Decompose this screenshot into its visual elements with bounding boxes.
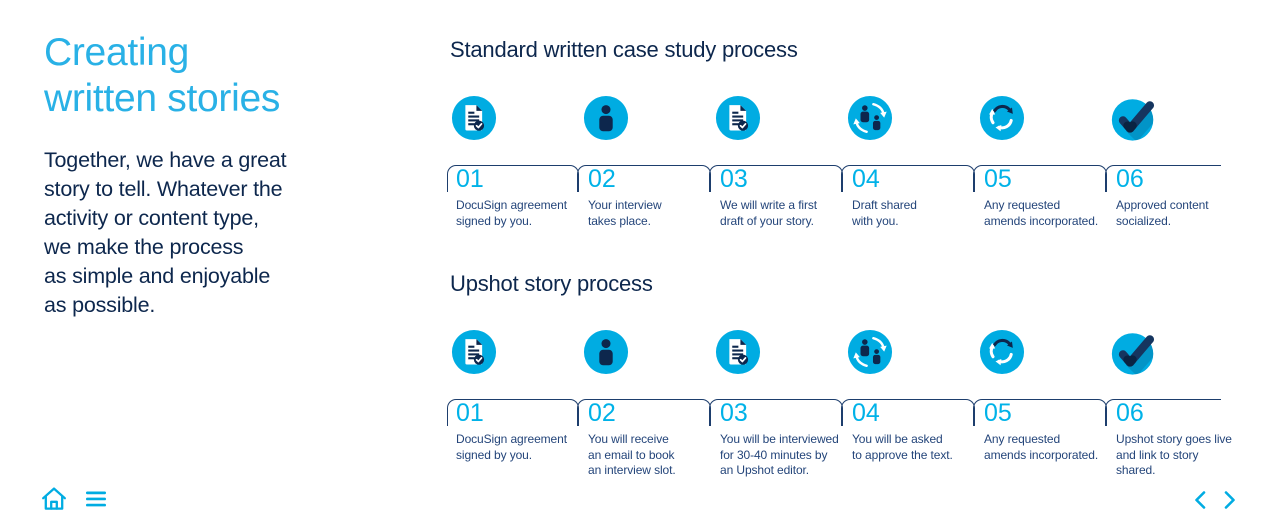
document-check-icon [451, 329, 497, 375]
step-description: You will be interviewed for 30-40 minute… [720, 432, 839, 477]
timeline-bracket [447, 165, 579, 192]
intro-text: Together, we have a great story to tell.… [44, 148, 287, 317]
step-number: 04 [852, 399, 880, 427]
step-description: Upshot story goes live and link to story… [1116, 432, 1232, 477]
step-number: 01 [456, 165, 484, 193]
step-number: 06 [1116, 165, 1144, 193]
step: 02 You will receive an email to book an … [577, 399, 711, 479]
page-title: Creating written stories [44, 31, 281, 120]
step-description: Any requested amends incorporated. [984, 198, 1099, 228]
step: 01 DocuSign agreement signed by you. [447, 399, 579, 479]
approved-check-icon [1111, 329, 1157, 375]
chevron-left-icon [1192, 490, 1208, 510]
document-check-icon [451, 95, 497, 141]
timeline-bracket [577, 399, 711, 426]
step: 05 Any requested amends incorporated. [973, 165, 1107, 229]
step-number: 04 [852, 165, 880, 193]
step-description: Any requested amends incorporated. [984, 432, 1099, 462]
step-number: 03 [720, 399, 748, 427]
step: 02 Your interview takes place. [577, 165, 711, 229]
step-number: 06 [1116, 399, 1144, 427]
timeline-bracket [1105, 165, 1222, 192]
step-number: 02 [588, 399, 616, 427]
timeline-bracket [709, 165, 843, 192]
process-steps-row: 01 DocuSign agreement signed by you. 02 … [447, 399, 1239, 479]
step-number: 05 [984, 399, 1012, 427]
timeline-bracket [447, 399, 579, 426]
person-icon [583, 95, 629, 141]
step-description: DocuSign agreement signed by you. [456, 198, 567, 228]
step-description: Your interview takes place. [588, 198, 662, 228]
refresh-cycle-icon [979, 329, 1025, 375]
step-number: 05 [984, 165, 1012, 193]
step: 03 You will be interviewed for 30-40 min… [709, 399, 843, 479]
step-description: You will receive an email to book an int… [588, 432, 676, 477]
menu-button[interactable] [84, 487, 108, 511]
step: 01 DocuSign agreement signed by you. [447, 165, 579, 229]
step: 06 Approved content socialized. [1105, 165, 1239, 229]
footer-right-controls [1192, 490, 1238, 510]
process-icons-row [447, 329, 1239, 375]
previous-slide-button[interactable] [1192, 490, 1208, 510]
step: 05 Any requested amends incorporated. [973, 399, 1107, 479]
timeline-bracket [577, 165, 711, 192]
step: 04 You will be asked to approve the text… [841, 399, 975, 479]
process-title: Upshot story process [450, 271, 653, 296]
left-column: Creating written stories Together, we ha… [44, 30, 394, 320]
refresh-cycle-icon [979, 95, 1025, 141]
timeline-bracket [841, 399, 975, 426]
timeline-bracket [973, 165, 1107, 192]
approved-check-icon [1111, 95, 1157, 141]
step-number: 03 [720, 165, 748, 193]
chevron-right-icon [1222, 490, 1238, 510]
process-icons-row [447, 95, 1239, 141]
process-title: Standard written case study process [450, 37, 798, 62]
step-description: We will write a first draft of your stor… [720, 198, 818, 228]
people-sync-icon [847, 329, 893, 375]
document-check-icon [715, 329, 761, 375]
timeline-bracket [1105, 399, 1222, 426]
step-description: DocuSign agreement signed by you. [456, 432, 567, 462]
footer-left-controls [40, 485, 108, 513]
process-standard-case-study: Standard written case study process 01 D… [447, 36, 1239, 229]
hamburger-menu-icon [84, 487, 108, 511]
step: 06 Upshot story goes live and link to st… [1105, 399, 1239, 479]
step-number: 01 [456, 399, 484, 427]
step-description: Draft shared with you. [852, 198, 917, 228]
home-button[interactable] [40, 485, 68, 513]
step: 04 Draft shared with you. [841, 165, 975, 229]
timeline-bracket [841, 165, 975, 192]
process-upshot-story: Upshot story process 01 DocuSign agreeme… [447, 270, 1239, 479]
process-steps-row: 01 DocuSign agreement signed by you. 02 … [447, 165, 1239, 229]
home-icon [40, 485, 68, 513]
person-icon [583, 329, 629, 375]
step-number: 02 [588, 165, 616, 193]
people-sync-icon [847, 95, 893, 141]
next-slide-button[interactable] [1222, 490, 1238, 510]
timeline-bracket [709, 399, 843, 426]
step: 03 We will write a first draft of your s… [709, 165, 843, 229]
step-description: You will be asked to approve the text. [852, 432, 953, 462]
timeline-bracket [973, 399, 1107, 426]
step-description: Approved content socialized. [1116, 198, 1209, 228]
document-check-icon [715, 95, 761, 141]
